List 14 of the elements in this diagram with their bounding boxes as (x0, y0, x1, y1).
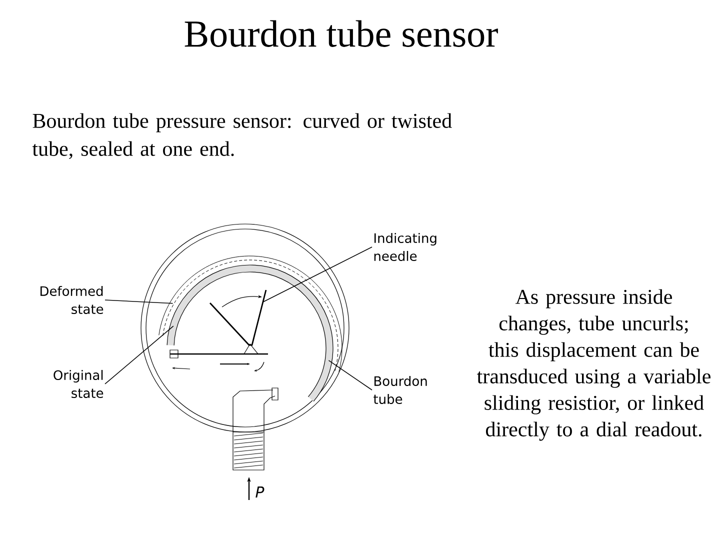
part-label: Bourdon tube (374, 376, 427, 404)
part-label: Indicating needle (374, 232, 436, 262)
deformed-tube-outline (158, 256, 342, 372)
leader-line (328, 360, 372, 390)
title: Bourdon tube sensor (184, 20, 498, 47)
leader-line (262, 246, 372, 302)
part-label: Original state (54, 370, 104, 398)
pressure-label: P (256, 486, 264, 498)
part-label: Deformed state (40, 286, 104, 314)
description: Bourdon tube pressure sensor: curved or twisted tube, sealed at one end. (32, 113, 452, 159)
bourdon-tube (166, 264, 334, 402)
leader-line (104, 300, 174, 304)
leader-line (104, 326, 174, 384)
description: As pressure inside changes, tube uncurls; this displacement can be transduced using a variable sliding resistior, or linked directly to a dial readout. (477, 289, 710, 441)
